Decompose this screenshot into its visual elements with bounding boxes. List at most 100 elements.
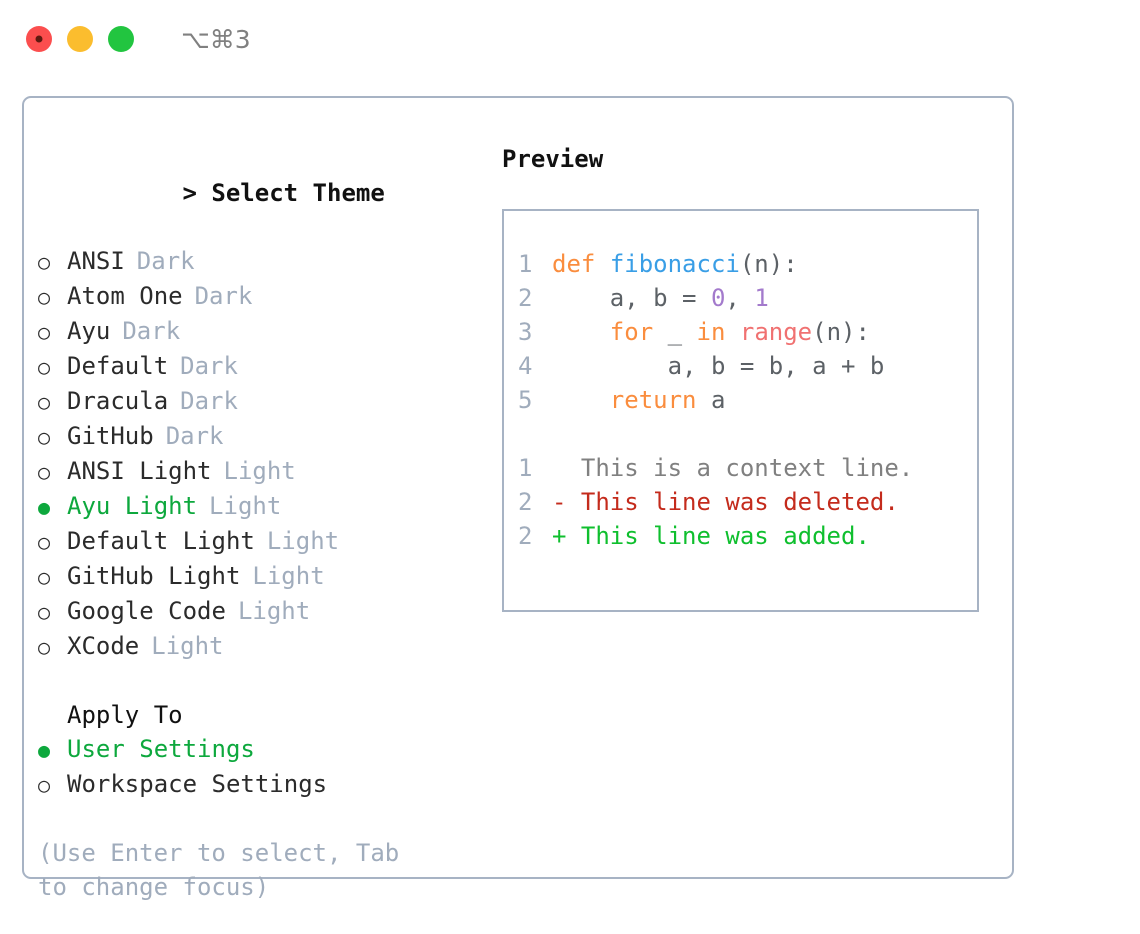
theme-option-label: XCode <box>67 632 140 660</box>
apply-to-option-user-settings[interactable]: ●User Settings <box>38 732 478 767</box>
theme-variant-tag: Dark <box>122 317 181 345</box>
apply-to-list: ●User Settings○Workspace Settings <box>38 732 478 802</box>
theme-variant-tag: Dark <box>180 352 238 380</box>
code-token <box>552 318 610 346</box>
theme-variant-tag: Dark <box>165 422 224 450</box>
code-token: return <box>609 386 697 414</box>
diff-line-deleted: 2- This line was deleted. <box>518 485 977 519</box>
radio-unselected-icon: ○ <box>38 285 51 309</box>
preview-heading: Preview <box>502 145 604 173</box>
close-button-icon[interactable] <box>26 26 52 52</box>
theme-variant-tag: Light <box>252 562 325 590</box>
code-token: def <box>552 250 596 278</box>
section-spacer <box>38 664 478 698</box>
theme-option-label: Dracula <box>67 387 169 415</box>
code-line-number: 4 <box>518 352 533 380</box>
diff-marker <box>552 451 566 485</box>
theme-variant-tag: Light <box>223 457 296 485</box>
diff-line-added: 2+ This line was added. <box>518 519 977 553</box>
apply-to-option-workspace-settings[interactable]: ○Workspace Settings <box>38 767 478 802</box>
keyboard-hint-text: (Use Enter to select, Tab to change focu… <box>38 839 400 901</box>
minimize-button-icon[interactable] <box>67 26 93 52</box>
code-line-content: a, b = b, a + b <box>552 349 885 383</box>
theme-variant-tag: Light <box>151 632 224 660</box>
code-line: 5 return a <box>518 383 977 417</box>
theme-variant-tag: Dark <box>180 387 238 415</box>
code-token: range <box>739 318 813 346</box>
maximize-button-icon[interactable] <box>108 26 134 52</box>
radio-unselected-icon: ○ <box>38 530 51 554</box>
code-line: 4 a, b = b, a + b <box>518 349 977 383</box>
theme-option-label: Ayu <box>67 317 111 345</box>
diff-marker: - <box>552 488 567 516</box>
select-theme-heading: > Select Theme <box>38 142 478 244</box>
theme-option-label: Default <box>67 352 169 380</box>
code-line: 2 a, b = 0, 1 <box>518 281 977 315</box>
code-token <box>552 386 610 414</box>
code-token: a, b = b, a + b <box>552 352 885 380</box>
radio-unselected-icon: ○ <box>38 460 51 484</box>
code-line: 3 for _ in range(n): <box>518 315 977 349</box>
radio-unselected-icon: ○ <box>38 600 51 624</box>
hint-spacer <box>38 802 478 836</box>
code-token: fibonacci <box>609 250 740 278</box>
code-line-number: 3 <box>518 318 533 346</box>
code-line: 1 def fibonacci(n): <box>518 247 977 281</box>
radio-selected-icon: ● <box>38 495 51 519</box>
code-token <box>595 250 609 278</box>
radio-unselected-icon: ○ <box>38 320 51 344</box>
radio-unselected-icon: ○ <box>38 355 51 379</box>
code-line-content: def fibonacci(n): <box>552 247 798 281</box>
keyboard-shortcut-label: ⌥⌘3 <box>181 24 251 54</box>
code-token: for <box>609 318 654 346</box>
focus-caret-icon: > <box>182 179 197 207</box>
code-token: , <box>725 284 755 312</box>
code-line-number: 1 <box>518 250 533 278</box>
code-token <box>725 318 739 346</box>
theme-option-default[interactable]: ○ Default Dark <box>38 349 478 384</box>
theme-option-label: GitHub Light <box>67 562 241 590</box>
diff-line-content: This line was added. <box>566 522 870 550</box>
radio-unselected-icon: ○ <box>38 773 51 797</box>
theme-option-label: ANSI <box>67 247 125 275</box>
code-line-number: 5 <box>518 386 533 414</box>
theme-variant-tag: Light <box>266 527 340 555</box>
theme-option-google-code[interactable]: ○ Google Code Light <box>38 594 478 629</box>
theme-option-label: Google Code <box>67 597 226 625</box>
theme-option-xcode[interactable]: ○ XCode Light <box>38 629 478 664</box>
code-token: a <box>696 386 726 414</box>
radio-unselected-icon: ○ <box>38 425 51 449</box>
diff-line-number: 1 <box>518 454 533 482</box>
code-line-content: a, b = 0, 1 <box>552 281 769 315</box>
theme-variant-tag: Light <box>209 492 282 520</box>
theme-variant-tag: Light <box>237 597 311 625</box>
code-token: _ <box>653 318 697 346</box>
code-token: in <box>696 318 726 346</box>
code-token: 1 <box>754 284 769 312</box>
theme-option-dracula[interactable]: ○ Dracula Dark <box>38 384 478 419</box>
radio-unselected-icon: ○ <box>38 635 51 659</box>
radio-unselected-icon: ○ <box>38 390 51 414</box>
code-token: a, b = <box>552 284 711 312</box>
apply-to-heading: Apply To <box>67 701 183 729</box>
code-diff-separator <box>518 417 977 451</box>
diff-line-context: 1 This is a context line. <box>518 451 977 485</box>
diff-line-number: 2 <box>518 522 533 550</box>
diff-sample: 1 This is a context line.2- This line wa… <box>518 451 977 553</box>
code-line-content: return a <box>552 383 726 417</box>
theme-option-ayu[interactable]: ○ Ayu Dark <box>38 314 478 349</box>
